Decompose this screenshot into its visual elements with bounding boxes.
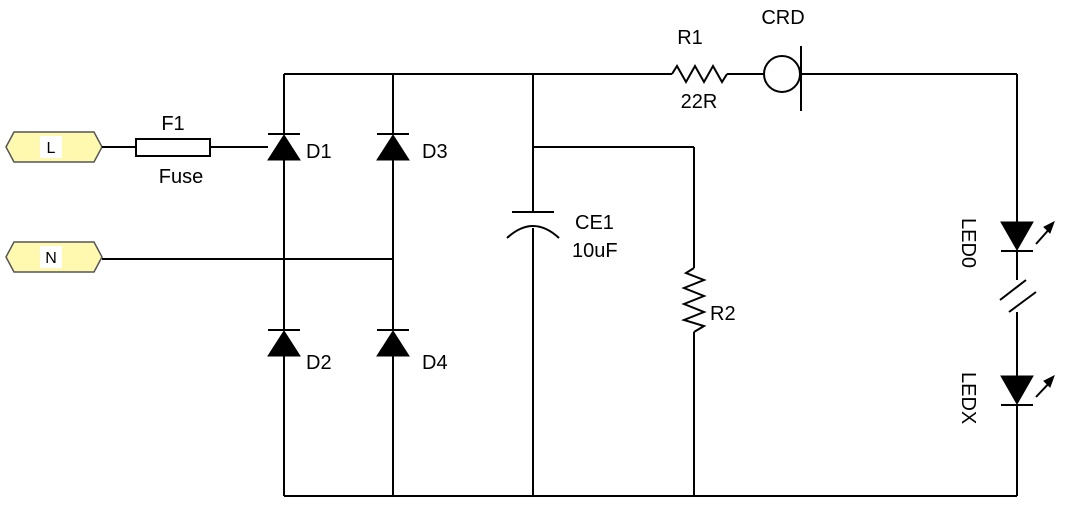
diode-d2-label: D2 <box>306 352 332 374</box>
led-first <box>1000 220 1055 252</box>
diode-d1 <box>267 133 301 161</box>
fuse-f1 <box>135 138 211 157</box>
led-last-label: LEDX <box>957 372 979 424</box>
resistor-r1 <box>671 63 728 85</box>
resistor-r2-label: R2 <box>710 303 736 325</box>
capacitor-ref-label: CE1 <box>575 212 614 234</box>
diode-d1-label: D1 <box>306 141 332 163</box>
diode-d4-label: D4 <box>422 352 448 374</box>
wires <box>102 73 1018 497</box>
capacitor-value-label: 10uF <box>572 240 618 262</box>
diode-d3 <box>376 133 410 161</box>
capacitor-ce1 <box>506 211 560 239</box>
line-terminal: L <box>5 131 103 163</box>
diode-d3-label: D3 <box>422 141 448 163</box>
resistor-r2 <box>680 267 707 333</box>
neutral-terminal: N <box>5 241 103 273</box>
neutral-terminal-label: N <box>45 250 57 267</box>
fuse-value-label: Fuse <box>159 166 203 188</box>
current-regulative-diode <box>763 46 802 111</box>
led-first-label: LED0 <box>957 218 979 268</box>
line-terminal-label: L <box>47 140 56 157</box>
crd-label: CRD <box>761 7 804 29</box>
resistor-r1-ref-label: R1 <box>677 27 703 49</box>
fuse-ref-label: F1 <box>161 113 184 135</box>
diode-d2 <box>267 329 301 357</box>
led-last <box>1000 374 1055 406</box>
diode-d4 <box>376 329 410 357</box>
series-break-mark <box>999 279 1037 313</box>
resistor-r1-value-label: 22R <box>681 91 718 113</box>
